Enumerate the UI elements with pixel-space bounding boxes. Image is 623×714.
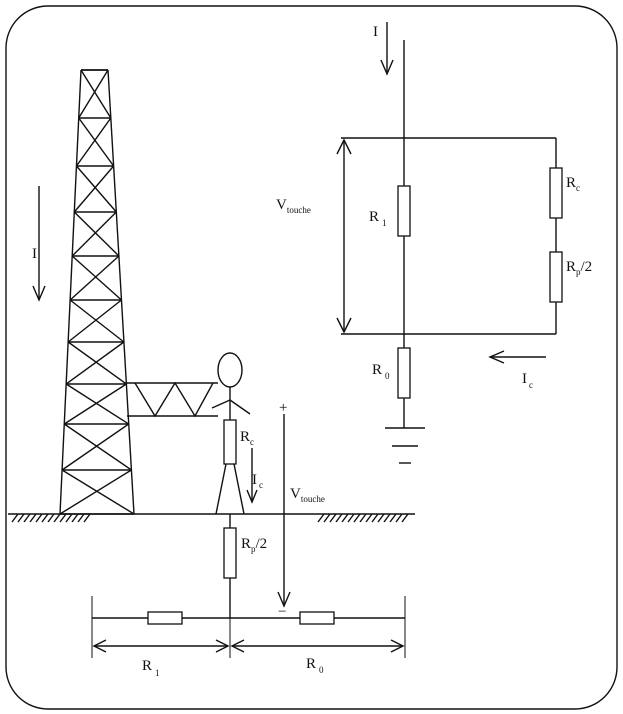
ground-hatch bbox=[47, 513, 55, 523]
ground-hatch bbox=[329, 513, 337, 523]
tower-brace bbox=[78, 69, 109, 119]
r0-resistor bbox=[397, 347, 411, 399]
ground-hatch bbox=[59, 513, 67, 523]
ground-hatch bbox=[35, 513, 43, 523]
tower-brace bbox=[63, 383, 127, 425]
rc-label-circuit: Rc bbox=[566, 175, 580, 193]
ground-hatch bbox=[401, 513, 409, 523]
ground-r1-resistor bbox=[147, 611, 183, 625]
ground-hatch bbox=[341, 513, 349, 523]
tower-brace bbox=[61, 423, 130, 471]
r1-resistor bbox=[397, 185, 411, 237]
tower-brace bbox=[73, 211, 120, 257]
ground-hatch bbox=[365, 513, 373, 523]
rp2-label-person: Rp/2 bbox=[241, 536, 267, 554]
tower-brace bbox=[67, 341, 127, 385]
transmission-tower bbox=[59, 69, 135, 515]
person-rc-resistor bbox=[223, 419, 237, 465]
rc-resistor bbox=[549, 167, 563, 219]
tower-brace bbox=[69, 255, 120, 301]
ground-hatch bbox=[377, 513, 385, 523]
ground-hatch bbox=[395, 513, 403, 523]
ground-hatch bbox=[17, 513, 25, 523]
rp2-label-circuit: Rp/2 bbox=[566, 259, 592, 277]
ground-hatch bbox=[335, 513, 343, 523]
ground-hatch bbox=[389, 513, 397, 523]
tower-brace bbox=[75, 165, 117, 213]
ground-hatch bbox=[11, 513, 19, 523]
ground-hatch bbox=[71, 513, 79, 523]
tower-brace bbox=[80, 69, 112, 119]
ground-hatch bbox=[29, 513, 37, 523]
v-touche-label-ground: Vtouche bbox=[290, 486, 325, 504]
ground-surface bbox=[8, 513, 415, 523]
ground-r0-resistor bbox=[299, 611, 335, 625]
plus-sign: + bbox=[279, 400, 287, 416]
ground-hatch bbox=[347, 513, 355, 523]
rounded-frame bbox=[5, 5, 618, 710]
dimension-arrows bbox=[92, 639, 405, 653]
tower-brace bbox=[67, 299, 122, 343]
tower-brace bbox=[78, 117, 115, 167]
minus-sign: − bbox=[278, 604, 286, 620]
ground-hatch bbox=[317, 513, 325, 523]
ground-hatch bbox=[53, 513, 61, 523]
current-label-circuit: I bbox=[373, 24, 378, 40]
tower-brace bbox=[65, 341, 125, 385]
v-touche-label-circuit: Vtouche bbox=[276, 197, 311, 215]
tower-brace bbox=[69, 299, 125, 343]
person-rp2-resistor bbox=[223, 527, 237, 579]
rc-label-person: Rc bbox=[240, 429, 254, 447]
tower-brace bbox=[73, 165, 115, 213]
ground-hatch bbox=[65, 513, 73, 523]
tower-brace bbox=[71, 255, 122, 301]
current-label-tower: I bbox=[32, 246, 37, 262]
truss-arm bbox=[127, 381, 218, 418]
ground-hatch bbox=[383, 513, 391, 523]
ground-hatch bbox=[353, 513, 361, 523]
ground-hatch bbox=[77, 513, 85, 523]
tower-brace bbox=[71, 211, 117, 257]
ground-resistance-line bbox=[91, 596, 406, 658]
rp2-resistor bbox=[549, 251, 563, 303]
ground-symbol bbox=[385, 427, 425, 464]
tower-brace bbox=[75, 117, 112, 167]
ground-hatch bbox=[41, 513, 49, 523]
ground-hatch bbox=[323, 513, 331, 523]
tower-brace bbox=[61, 469, 135, 515]
ground-hatch bbox=[371, 513, 379, 523]
ground-hatch bbox=[83, 513, 91, 523]
tower-brace bbox=[63, 423, 132, 471]
tower-brace bbox=[59, 469, 132, 515]
ground-hatch bbox=[23, 513, 31, 523]
tower-brace bbox=[65, 383, 130, 425]
ground-hatch bbox=[359, 513, 367, 523]
